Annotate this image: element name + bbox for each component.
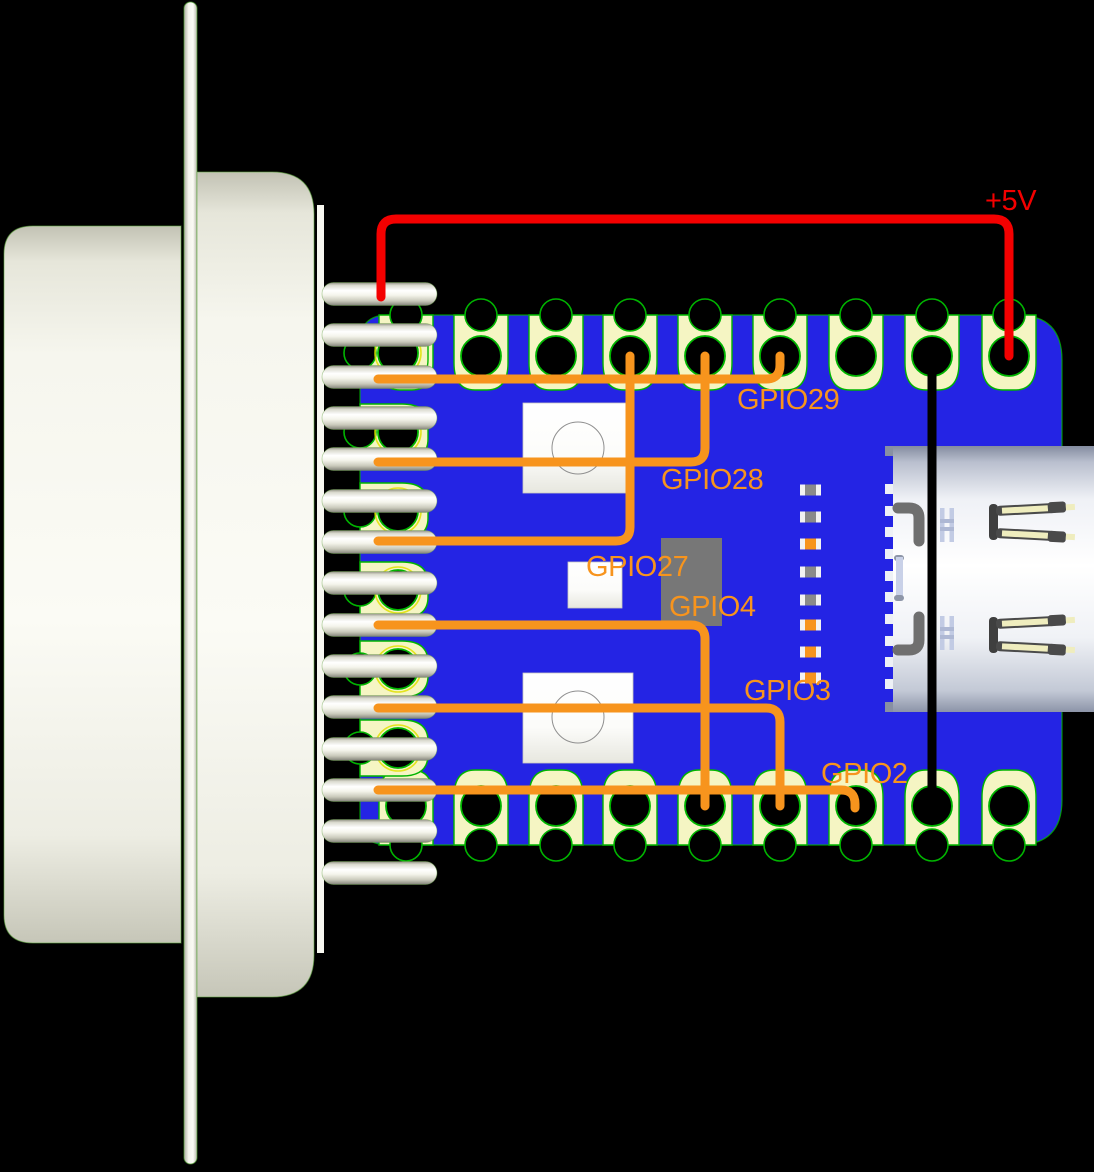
usb-fork-2 (989, 614, 1076, 656)
pad-top-3 (528, 298, 584, 391)
db15-pin-2 (321, 323, 438, 347)
db15-connector (3, 1, 324, 1165)
pad-bottom-6 (752, 769, 808, 862)
db15-pin-4 (321, 406, 438, 430)
label-gpio3: GPIO3 (744, 675, 831, 707)
chip (661, 538, 722, 626)
pad-bottom-9 (981, 769, 1037, 862)
pad-hole (535, 335, 577, 377)
pad-top-2 (453, 298, 509, 391)
smd-component-1 (800, 484, 821, 496)
component-circle-1 (551, 421, 605, 475)
wire-gpio2 (373, 785, 860, 813)
db15-pin-10 (321, 654, 438, 678)
smd-component-2 (800, 511, 821, 523)
usb-inner-contacts (940, 508, 954, 650)
pad-hole (835, 335, 877, 377)
usb-tooth-3 (885, 527, 894, 537)
usb-shield-teeth (885, 484, 894, 689)
usb-tab-bottom (885, 702, 895, 712)
db15-front-shell (196, 171, 315, 998)
db15-pin-12 (321, 737, 438, 761)
db15-pin-14 (321, 819, 438, 843)
db15-pin-15 (321, 861, 438, 885)
wire-gpio4 (373, 620, 710, 811)
smd-component-3 (800, 538, 821, 550)
component-box-1 (522, 402, 634, 494)
usb-contact-1 (940, 508, 954, 542)
label-5v: +5V (985, 185, 1037, 217)
usb-shell (893, 446, 1094, 712)
smd-passives-strip (800, 484, 821, 684)
label-gpio28: GPIO28 (661, 464, 763, 496)
smd-component-7 (800, 646, 821, 658)
smd-component-5 (800, 594, 821, 606)
label-gpio29: GPIO29 (737, 384, 839, 416)
usb-fork-1 (989, 501, 1076, 543)
usb-tooth-8 (885, 636, 894, 646)
smd-component-6 (800, 619, 821, 631)
wire-gpio28 (373, 351, 710, 467)
label-gpio27: GPIO27 (586, 551, 688, 583)
component-box-2 (522, 672, 634, 764)
db15-face-strip (317, 205, 324, 953)
usb-fork-contacts (989, 501, 1076, 656)
usb-bracket-top (892, 502, 925, 547)
db15-pin-8 (321, 571, 438, 595)
label-gpio2: GPIO2 (821, 758, 908, 790)
usb-tooth-4 (885, 549, 894, 559)
smd-component-4 (800, 566, 821, 578)
pad-hole (988, 785, 1030, 827)
usb-tooth-9 (885, 657, 894, 667)
component-box-small (567, 561, 623, 609)
usb-tooth-6 (885, 592, 894, 602)
db15-pin-6 (321, 489, 438, 513)
usb-tooth-1 (885, 484, 894, 494)
wire-gpio29 (373, 351, 785, 384)
wire-gpio3 (373, 703, 785, 811)
component-circle-2 (551, 690, 605, 744)
pad-top-7 (828, 298, 884, 391)
usb-bracket-bottom (892, 611, 925, 656)
usb-tooth-7 (885, 614, 894, 624)
wire-5v (376, 214, 1014, 361)
label-gpio4: GPIO4 (669, 591, 756, 623)
usb-connector (885, 446, 1094, 712)
usb-tooth-2 (885, 506, 894, 516)
usb-tooth-10 (885, 679, 894, 689)
wires (373, 214, 1014, 813)
usb-center-post (894, 555, 904, 601)
usb-contact-2 (940, 616, 954, 650)
smd-component-8 (800, 672, 821, 684)
db15-back-body (3, 225, 182, 944)
db15-mounting-flange (183, 1, 198, 1165)
pad-top-6 (752, 298, 808, 391)
pad-hole (460, 335, 502, 377)
usb-tab-top (885, 446, 895, 456)
usb-tooth-5 (885, 571, 894, 581)
wire-gpio27 (373, 351, 635, 546)
